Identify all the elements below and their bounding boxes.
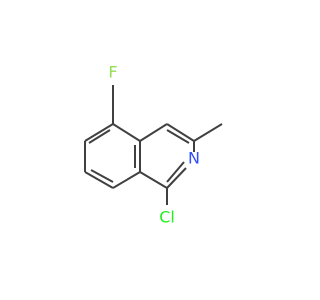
bond-c8-c8a (112, 171, 141, 189)
bond-c3-methyl (193, 123, 223, 142)
bond-c4-c3 (166, 123, 195, 142)
chlorine-label: Cl (159, 208, 175, 227)
nitrogen-label: N (188, 149, 200, 168)
bond-c7-c8 (84, 171, 114, 189)
bond-n2-c1-inner (166, 161, 185, 183)
bond-c5-c6-inner (88, 129, 111, 144)
fluorine-label: F (108, 63, 117, 82)
bond-c1-c8a (139, 171, 168, 189)
bond-c4-c3-inner (166, 129, 190, 144)
bond-n2-c1 (166, 167, 187, 189)
structure-diagram: F N Cl (84, 63, 223, 227)
bond-c4a-c5 (112, 123, 141, 142)
bond-c7-c8-inner (90, 169, 114, 183)
bond-c4a-c4 (139, 123, 168, 142)
bond-c5-c6 (84, 123, 114, 142)
